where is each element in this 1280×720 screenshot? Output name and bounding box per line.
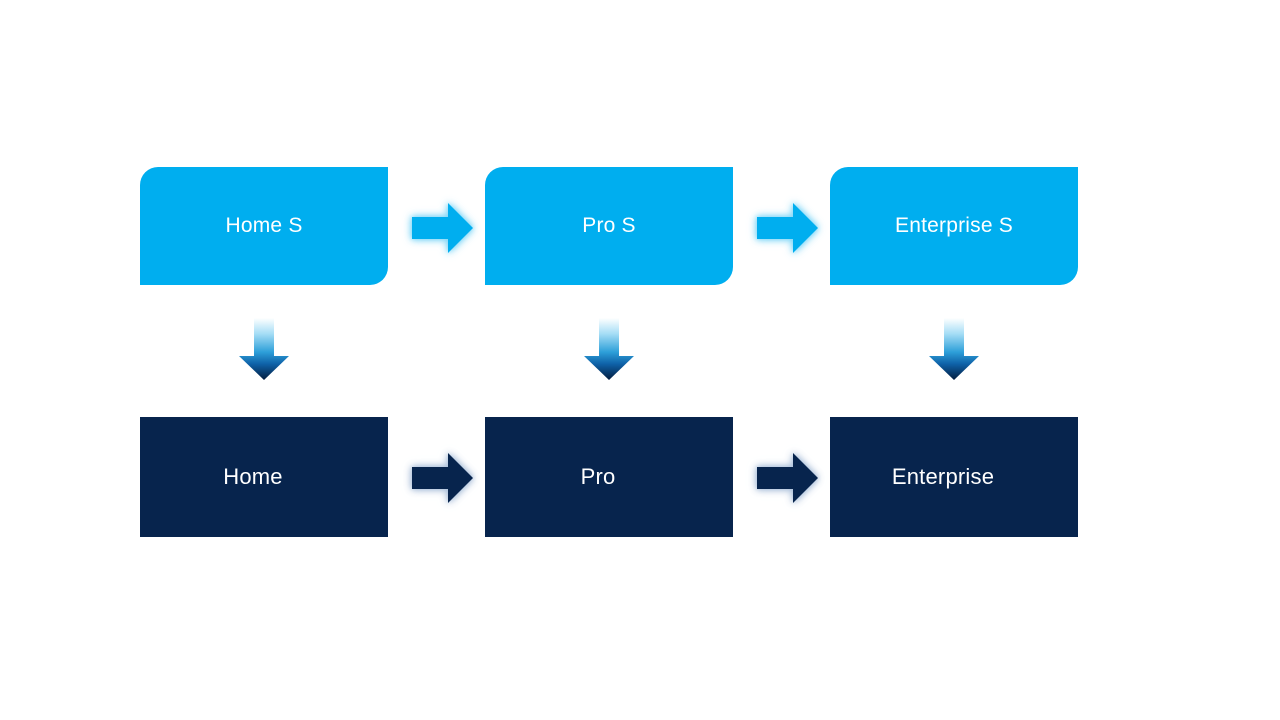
node-pro-label: Pro <box>580 464 616 489</box>
node-home: Home <box>140 417 388 537</box>
node-pro-s: Pro S <box>485 167 733 285</box>
node-enterprise: Enterprise <box>830 417 1078 537</box>
down-arrow-icon <box>929 318 979 380</box>
right-arrow-icon <box>412 203 473 253</box>
node-enterprise-s: Enterprise S <box>830 167 1078 285</box>
node-home-label: Home <box>223 464 283 489</box>
node-enterprise-label: Enterprise <box>891 464 995 489</box>
node-pro-s-label: Pro S <box>582 214 636 237</box>
right-arrow-icon <box>757 453 818 503</box>
node-home-s: Home S <box>140 167 388 285</box>
down-arrow-icon <box>239 318 289 380</box>
node-pro: Pro <box>485 417 733 537</box>
node-home-s-label: Home S <box>225 214 303 237</box>
node-enterprise-s-label: Enterprise S <box>895 214 1013 237</box>
down-arrow-icon <box>584 318 634 380</box>
right-arrow-icon <box>757 203 818 253</box>
right-arrow-icon <box>412 453 473 503</box>
